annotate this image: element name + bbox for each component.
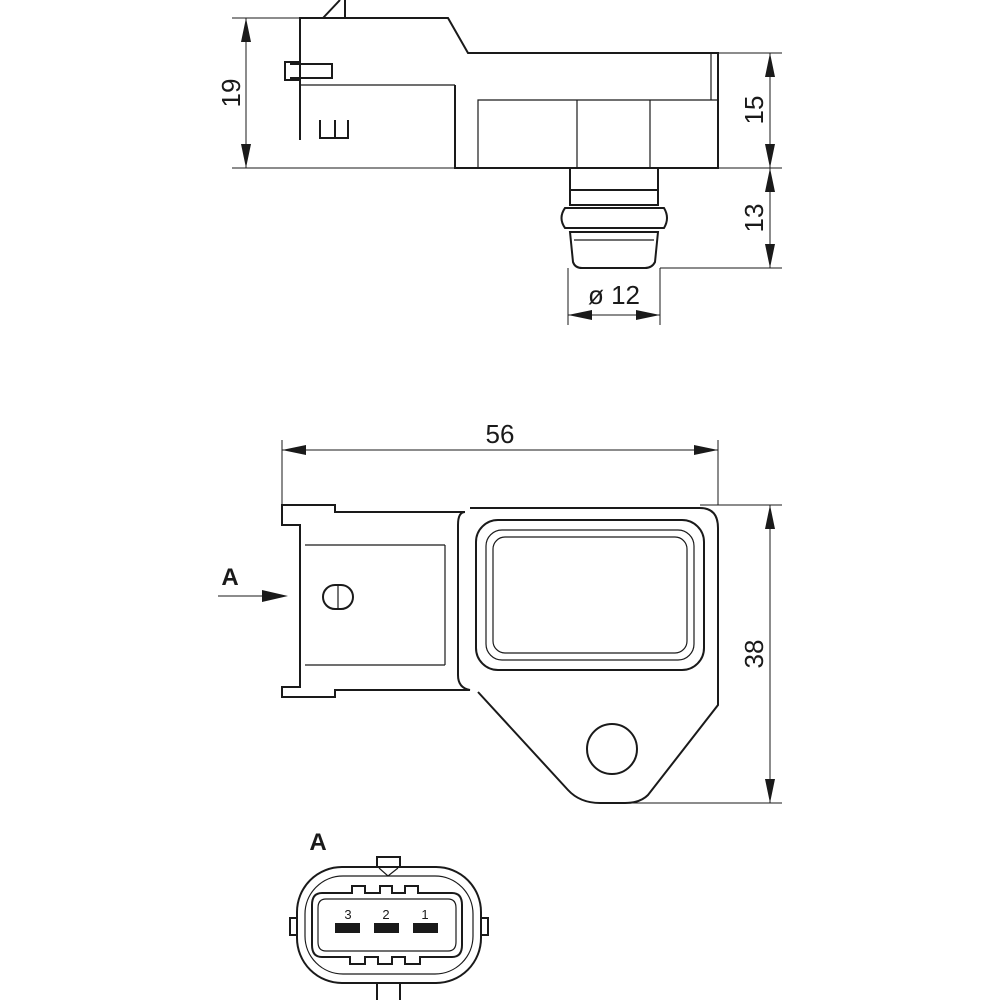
arrow-right-icon [262,590,288,602]
side-view: 19 15 13 ø 12 [216,0,782,325]
sensor-side-body [284,0,719,269]
top-view: 56 38 A [218,419,782,804]
view-arrow-a: A [218,564,288,602]
latch [322,0,346,19]
dim-38-label: 38 [739,640,769,669]
pin-1: 1 [413,907,438,933]
dim-56-label: 56 [486,419,515,449]
connector-view: A 3 2 1 [289,829,489,1000]
mounting-hole [586,723,638,775]
dimension-diameter: ø 12 [567,268,661,325]
sensor-top-body [281,504,719,804]
pin-3-label: 3 [344,907,351,922]
dim-19-label: 19 [216,79,246,108]
pin-2-label: 2 [382,907,389,922]
pin-2: 2 [374,907,399,933]
dimension-38: 38 [630,504,782,804]
connector-view-title: A [309,829,326,856]
dimension-56: 56 [281,419,719,512]
dim-15-label: 15 [739,96,769,125]
dimension-15-13: 15 13 [660,52,782,269]
pressure-nozzle [560,168,668,269]
view-arrow-label: A [221,564,238,591]
pin-1-label: 1 [421,907,428,922]
dim-13-label: 13 [739,204,769,233]
dimension-19: 19 [216,17,455,169]
dim-diameter-label: ø 12 [588,280,640,310]
pin-3: 3 [335,907,360,933]
